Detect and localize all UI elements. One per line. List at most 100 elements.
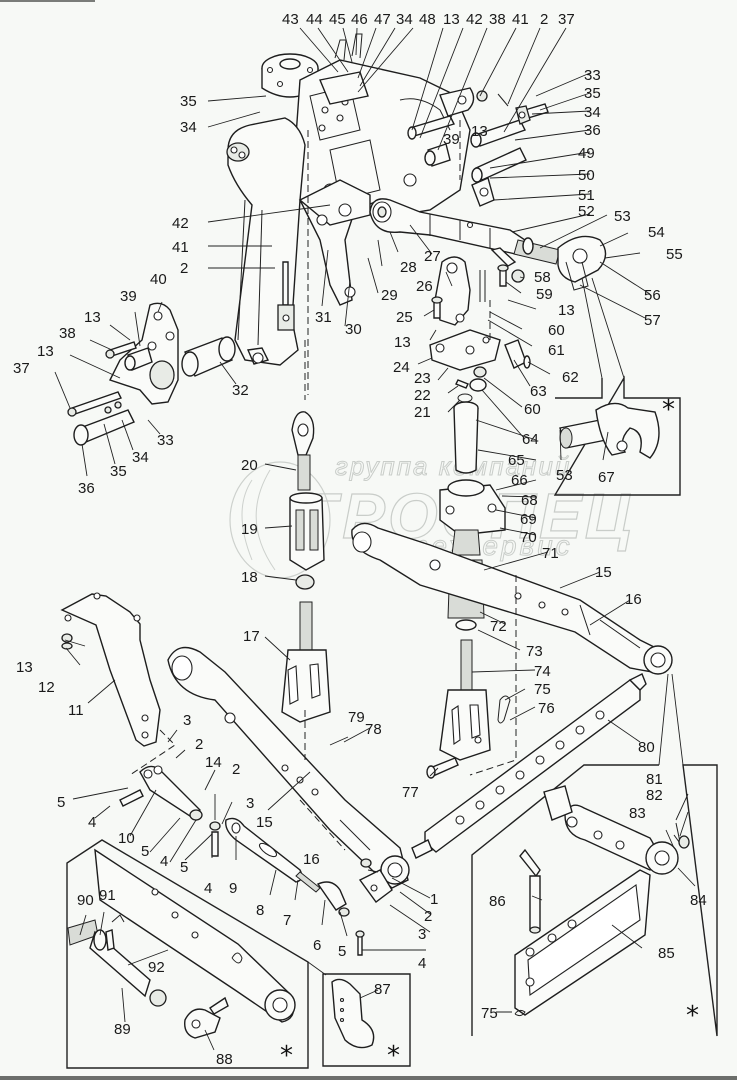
- callout: 4: [204, 880, 212, 897]
- callout: 54: [648, 224, 665, 241]
- callout: 68: [521, 492, 538, 509]
- callout: 5: [180, 859, 188, 876]
- callout: 16: [625, 591, 642, 608]
- callout: 88: [216, 1051, 233, 1068]
- callout: 69: [520, 511, 537, 528]
- callout: 53: [556, 467, 573, 484]
- alignment-lines: [129, 120, 517, 851]
- leveling-box-assembly: [426, 401, 511, 779]
- callout: 62: [562, 369, 579, 386]
- callout: 16: [303, 851, 320, 868]
- callout: 65: [508, 452, 525, 469]
- callout: 41: [512, 11, 529, 28]
- inset-star: *: [280, 1041, 293, 1071]
- callout: 49: [578, 145, 595, 162]
- callout: 10: [118, 830, 135, 847]
- callout: 61: [548, 342, 565, 359]
- callout: 51: [578, 187, 595, 204]
- callout: 44: [306, 11, 323, 28]
- callout: 46: [351, 11, 368, 28]
- top-link-assembly: [369, 147, 607, 291]
- callout: 13: [84, 309, 101, 326]
- callout: 28: [400, 259, 417, 276]
- callout: 31: [315, 309, 332, 326]
- callout: 27: [424, 248, 441, 265]
- lift-rod-left: [281, 411, 331, 723]
- callout: 75: [534, 681, 551, 698]
- callout: 30: [345, 321, 362, 338]
- callout: 22: [414, 387, 431, 404]
- stabilizer-bar: [411, 673, 647, 859]
- lift-cylinder-parts: [429, 256, 531, 403]
- callout: 53: [614, 208, 631, 225]
- callout: 72: [490, 618, 507, 635]
- callout: 70: [520, 529, 537, 546]
- callout: 18: [241, 569, 258, 586]
- callout: 38: [489, 11, 506, 28]
- callout: 2: [195, 736, 203, 753]
- callout: 4: [160, 853, 168, 870]
- callout: 17: [243, 628, 260, 645]
- callout: 23: [414, 370, 431, 387]
- callout: 2: [540, 11, 548, 28]
- callout: 34: [584, 104, 601, 121]
- callout: 39: [120, 288, 137, 305]
- callout: 56: [644, 287, 661, 304]
- callout: 76: [538, 700, 555, 717]
- quick-hook-inset: *: [322, 973, 411, 1071]
- callout: 57: [644, 312, 661, 329]
- callout: 38: [59, 325, 76, 342]
- callout: 41: [172, 239, 189, 256]
- callout: 19: [241, 521, 258, 538]
- callout: 14: [205, 754, 222, 771]
- callout: 34: [180, 119, 197, 136]
- callout: 1: [430, 891, 438, 908]
- callout: 91: [99, 887, 116, 904]
- callout: 60: [548, 322, 565, 339]
- callout: 55: [666, 246, 683, 263]
- callout: 71: [542, 545, 559, 562]
- callout: 82: [646, 787, 663, 804]
- callout: 33: [584, 67, 601, 84]
- callout: 86: [489, 893, 506, 910]
- callout: 37: [558, 11, 575, 28]
- callout: 42: [466, 11, 483, 28]
- callout: 75: [481, 1005, 498, 1022]
- callout: 25: [396, 309, 413, 326]
- callout: 6: [313, 937, 321, 954]
- callout: 15: [595, 564, 612, 581]
- callout: 4: [418, 955, 426, 972]
- inset-star: *: [686, 1001, 699, 1031]
- watermark-line1: группа компаний: [335, 451, 571, 481]
- callout: 79: [348, 709, 365, 726]
- callout: 59: [536, 286, 553, 303]
- callout: 29: [381, 287, 398, 304]
- callout: 35: [110, 463, 127, 480]
- callout: 8: [256, 902, 264, 919]
- callout: 11: [68, 702, 84, 719]
- inset-star: *: [387, 1041, 400, 1071]
- callout: 2: [424, 908, 432, 925]
- callout: 20: [241, 457, 258, 474]
- lower-link-end-inset: *: [471, 673, 718, 1037]
- callout: 80: [638, 739, 655, 756]
- callout: 74: [534, 663, 551, 680]
- telescopic-link-inset: *: [66, 839, 327, 1071]
- callout: 3: [418, 926, 426, 943]
- callout: 2: [180, 260, 188, 277]
- callout: 2: [232, 761, 240, 778]
- callout: 47: [374, 11, 391, 28]
- callout: 40: [150, 271, 167, 288]
- callout: 21: [414, 404, 431, 421]
- leader-lines: [54, 27, 696, 1051]
- callout: 52: [578, 203, 595, 220]
- callout: 84: [690, 892, 707, 909]
- callout: 5: [338, 943, 346, 960]
- callout: 92: [148, 959, 165, 976]
- callout: 15: [256, 814, 273, 831]
- callout: 34: [396, 11, 413, 28]
- callout: 50: [578, 167, 595, 184]
- callout: 78: [365, 721, 382, 738]
- callout: 13: [16, 659, 33, 676]
